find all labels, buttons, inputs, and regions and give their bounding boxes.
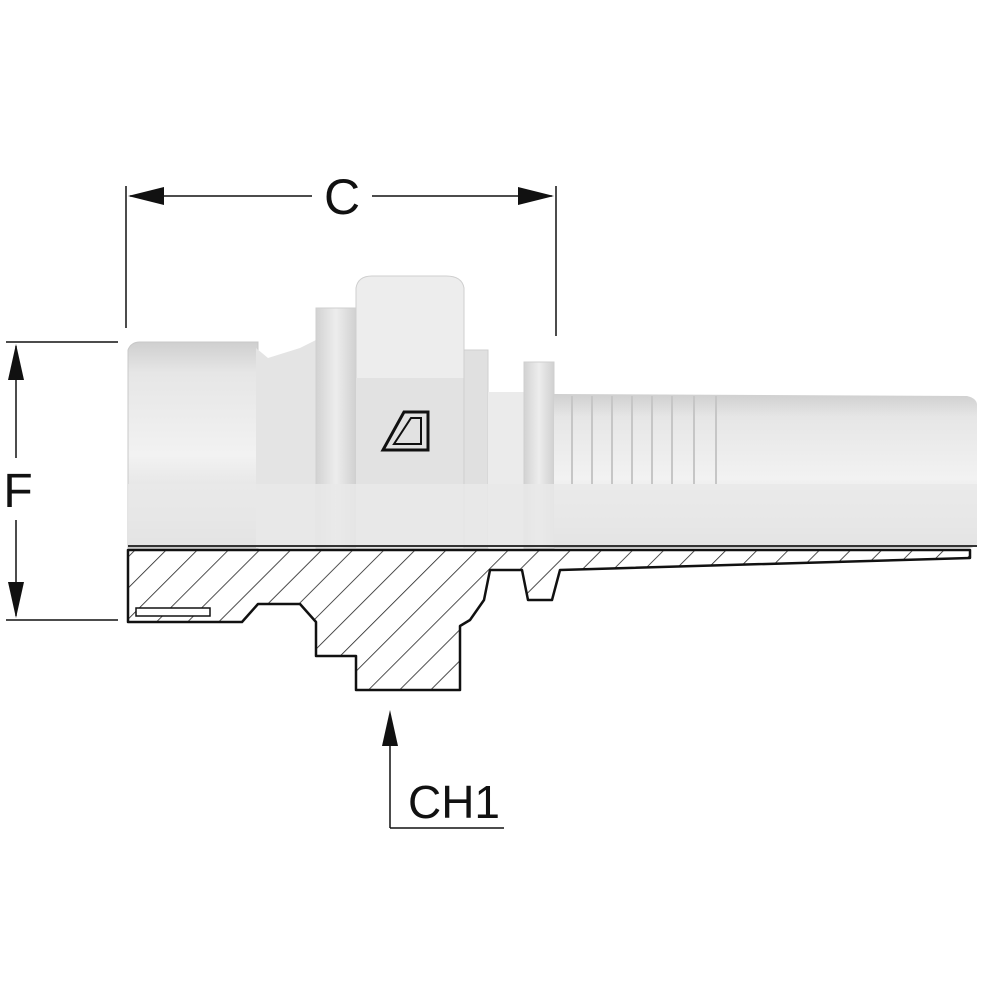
fitting-exterior-view xyxy=(127,275,977,549)
oring-groove xyxy=(135,607,211,617)
dimension-ch1-label: CH1 xyxy=(408,776,500,828)
dimension-ch1: CH1 xyxy=(382,710,504,829)
manufacturer-logo-icon xyxy=(380,410,430,452)
dimension-f: F xyxy=(3,341,118,621)
section-hatch xyxy=(126,548,972,692)
dimension-f-label: F xyxy=(3,465,32,518)
fitting-section-view xyxy=(126,548,972,692)
arrow-down-icon xyxy=(8,582,24,618)
arrow-up-icon xyxy=(382,710,398,746)
dimension-c: C xyxy=(125,169,557,336)
tail-barbs xyxy=(571,396,717,484)
dimension-c-label: C xyxy=(324,169,360,225)
arrow-up-icon xyxy=(8,344,24,380)
body-lower-band xyxy=(128,484,977,546)
arrow-right-icon xyxy=(518,187,554,205)
arrow-left-icon xyxy=(128,187,164,205)
